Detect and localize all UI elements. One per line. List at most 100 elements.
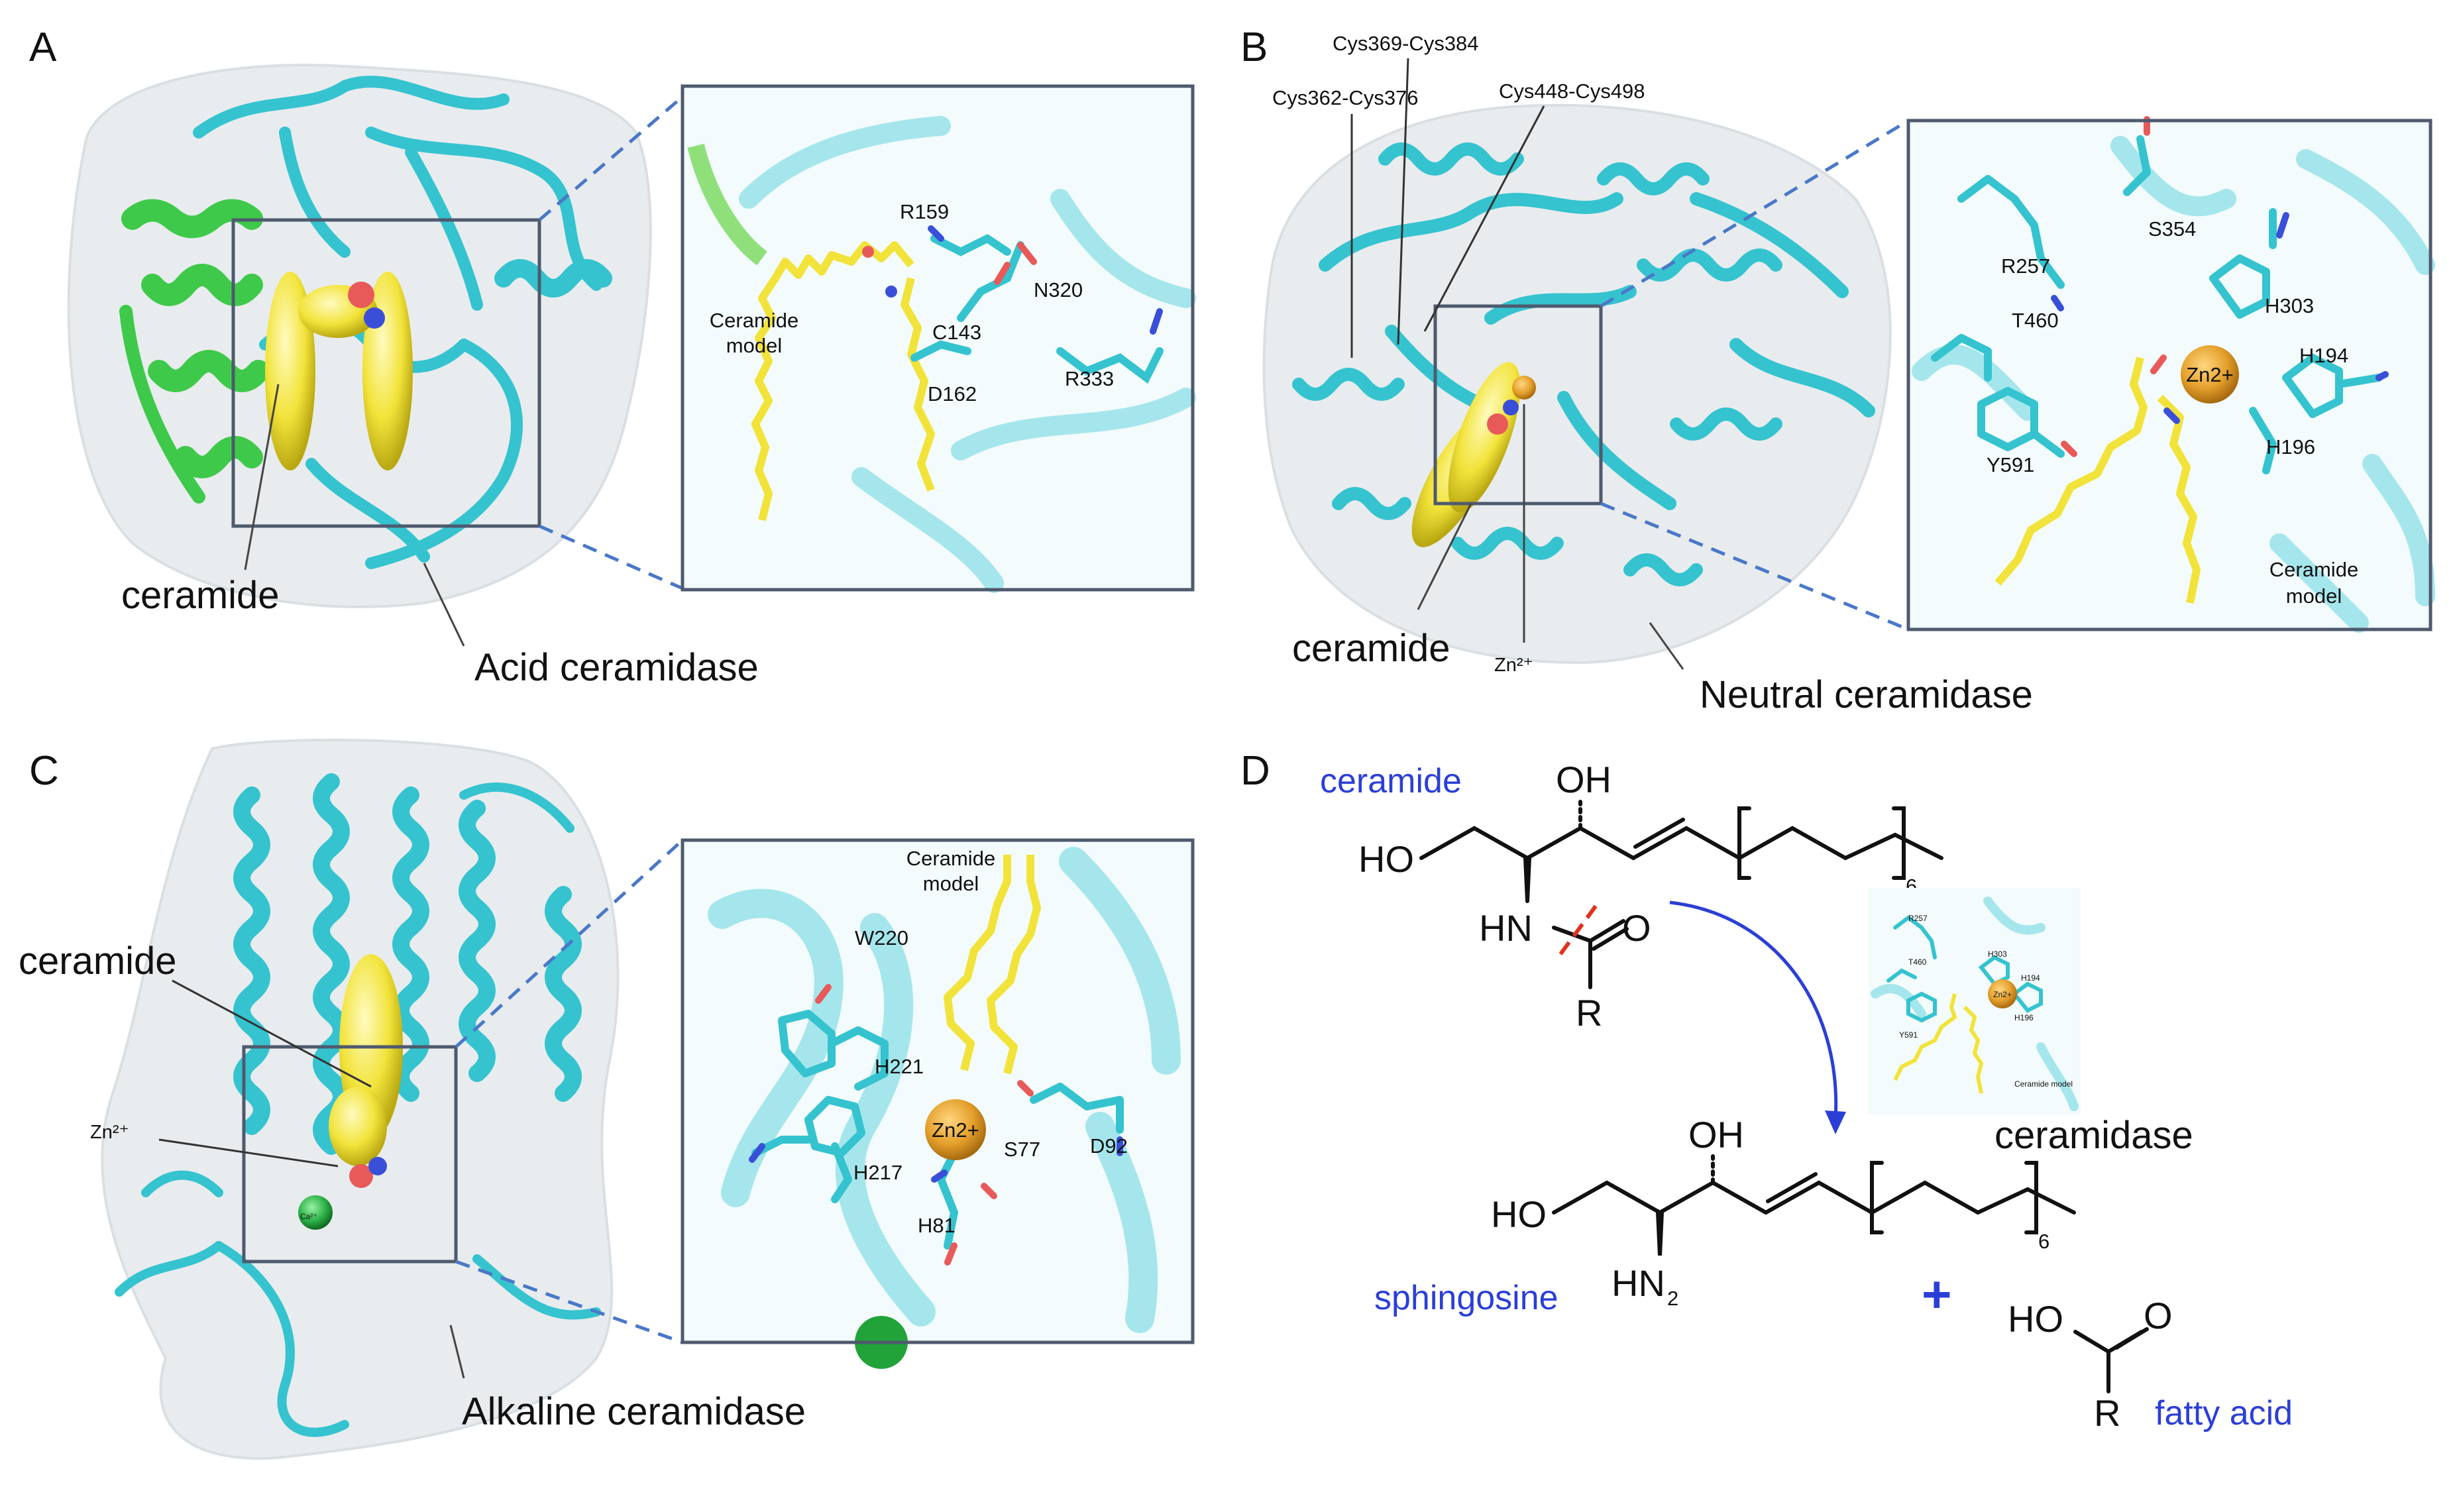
product2-label: fatty acid — [2155, 1394, 2293, 1432]
ceramide-sticks-b — [1994, 356, 2201, 604]
ceramide-sticks-c — [944, 855, 1041, 1075]
ligand-label-c: ceramide — [19, 940, 177, 983]
atom-r-1: R — [1576, 992, 1602, 1034]
residue-a-3: R333 — [1065, 367, 1114, 390]
residue-c-5: H81 — [918, 1214, 956, 1237]
residue-a-1: N320 — [1034, 278, 1083, 301]
inset-a: Ceramide model R159 N320 C143 R333 D162 — [681, 84, 1196, 593]
atom-r-3: R — [2094, 1392, 2120, 1434]
repeat-2: 6 — [2038, 1230, 2049, 1253]
zinc-sphere-inset-c — [925, 1099, 986, 1160]
residue-b-2: H303 — [2265, 294, 2314, 317]
residue-sticks-a — [910, 234, 1164, 384]
atom-ho-2: HO — [1491, 1193, 1547, 1235]
ceramide-spheres-a — [265, 272, 413, 470]
panel-b: B Cys369-Cys384 — [1240, 25, 2435, 716]
panel-c: C ceramide Zn²⁺ Ca²⁺ — [19, 738, 1195, 1460]
inset-model-label-b-1: Ceramide — [2269, 558, 2358, 581]
ligand-label-a: ceramide — [121, 574, 280, 617]
panel-letter-a: A — [29, 25, 57, 70]
atom-oh-2: OH — [1688, 1114, 1744, 1156]
product1-label: sphingosine — [1374, 1279, 1558, 1317]
title-b: Neutral ceramidase — [1700, 673, 2033, 716]
atom-hn: HN — [1479, 907, 1533, 949]
title-c: Alkaline ceramidase — [462, 1390, 806, 1433]
inset-model-label-c-2: model — [923, 872, 979, 895]
residue-b-5: H196 — [2266, 435, 2315, 459]
zinc-sphere-inset-b — [2181, 345, 2239, 404]
atom-ho-1: HO — [1358, 838, 1414, 880]
ceramide-structure — [1419, 800, 1943, 989]
inset-metal-c: Zn2+ — [932, 1118, 979, 1142]
calcium-label-c: Ca²⁺ — [300, 1212, 317, 1221]
inset-model-label-a-2: model — [726, 334, 782, 357]
mini-residue-5: H196 — [2014, 1013, 2034, 1022]
residue-c-2: S77 — [1004, 1138, 1040, 1161]
residue-a-0: R159 — [900, 200, 949, 223]
calcium-sphere-c — [298, 1195, 333, 1230]
inset-b: Zn2+ Ceramide model R257 S354 H303 T460 … — [1906, 116, 2435, 633]
mini-model: Ceramide model — [2014, 1079, 2073, 1089]
atom-hn2-subscript: 2 — [1667, 1287, 1678, 1310]
zoom-box-a — [231, 218, 541, 528]
cyan-ribbons-b — [1292, 142, 1875, 586]
atom-o-1: O — [1622, 907, 1651, 949]
sphingosine-structure — [1552, 1154, 2076, 1234]
ceramide-sticks-a — [751, 241, 935, 521]
mini-residue-4: Y591 — [1899, 1030, 1918, 1040]
ligand-label-b: ceramide — [1292, 627, 1450, 670]
fatty-acid-structure — [2073, 1327, 2149, 1393]
residue-a-4: D162 — [928, 382, 977, 405]
panel-letter-d: D — [1240, 748, 1270, 794]
residue-c-4: H217 — [853, 1161, 902, 1184]
mini-residue-1: T460 — [1908, 957, 1927, 967]
inset-c: Zn2+ Ceramide model W220 H221 S77 D92 H2… — [681, 838, 1195, 1369]
mini-residue-2: H303 — [1988, 949, 2007, 959]
inset-model-label-a-1: Ceramide — [710, 309, 798, 332]
atom-ho-3: HO — [2008, 1298, 2063, 1340]
wedge-bond-2 — [1656, 1213, 1664, 1256]
disulfide-label-0: Cys369-Cys384 — [1333, 32, 1479, 55]
atom-o-3: O — [2144, 1295, 2173, 1336]
zinc-sphere-b — [1512, 376, 1536, 400]
disulfide-label-2: Cys448-Cys498 — [1499, 80, 1645, 103]
residue-b-0: R257 — [2001, 254, 2050, 278]
residue-sticks-c — [751, 1010, 1124, 1250]
residue-c-1: H221 — [875, 1055, 924, 1078]
zoom-box-b — [1433, 304, 1603, 506]
title-a: Acid ceramidase — [474, 646, 759, 689]
residue-b-3: T460 — [2012, 309, 2059, 332]
residue-sticks-b — [1931, 135, 2383, 474]
residue-c-0: W220 — [855, 926, 908, 949]
cleavage-mark — [1558, 903, 1599, 955]
atom-hn2: HN — [1611, 1262, 1665, 1304]
mini-residue-3: H194 — [2021, 973, 2040, 983]
panel-d: D ceramide OH HO HN O R 6 — [1240, 748, 2293, 1434]
plus-sign: + — [1922, 1265, 1952, 1323]
green-helices-a — [119, 199, 270, 504]
mini-residue-0: R257 — [1908, 914, 1928, 923]
zoom-box-c — [242, 1045, 458, 1264]
panel-letter-c: C — [29, 748, 59, 794]
inset-metal-b: Zn2+ — [2186, 363, 2234, 386]
disulfide-label-1: Cys362-Cys376 — [1272, 86, 1419, 109]
residue-b-1: S354 — [2148, 217, 2196, 241]
residue-b-6: Y591 — [1987, 453, 2034, 476]
residue-c-3: D92 — [1090, 1134, 1128, 1158]
mini-inset: Zn2+ R257 T460 H303 H194 Y591 H196 Ceram… — [1869, 888, 2081, 1114]
inset-model-label-b-2: model — [2286, 584, 2342, 608]
panel-letter-b: B — [1240, 25, 1268, 70]
atom-oh-1: OH — [1556, 759, 1611, 800]
reaction-arrow — [1669, 900, 1838, 1120]
metal-label-c: Zn²⁺ — [90, 1122, 129, 1143]
enzyme-label: ceramidase — [1994, 1114, 2193, 1157]
ceramide-spheres-b — [1411, 362, 1521, 547]
residue-b-4: H194 — [2299, 344, 2348, 367]
substrate-label: ceramide — [1320, 762, 1462, 800]
mini-metal: Zn2+ — [1993, 990, 2012, 999]
panel-a: A — [29, 25, 1196, 689]
metal-label-b: Zn²⁺ — [1494, 655, 1533, 676]
wedge-bond-1 — [1523, 858, 1531, 901]
residue-a-2: C143 — [932, 321, 981, 344]
